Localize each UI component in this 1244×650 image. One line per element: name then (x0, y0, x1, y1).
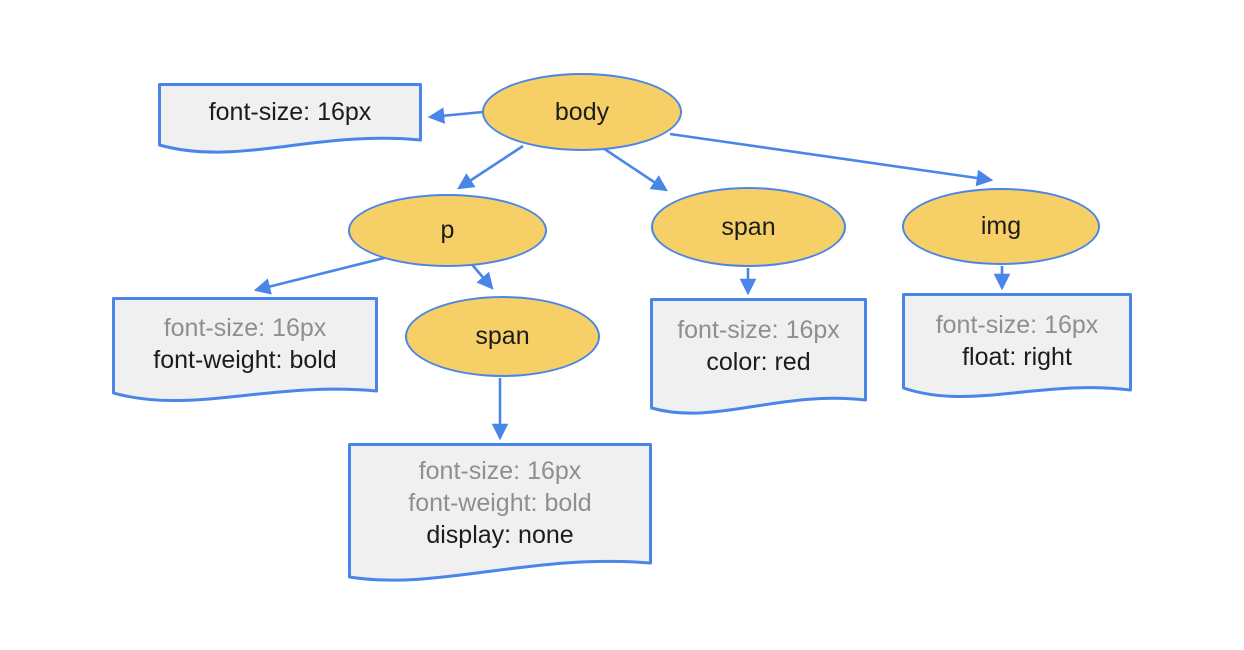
style-rule: color: red (706, 348, 811, 376)
edge-body-to-img (669, 132, 994, 187)
note-p-styles: font-size: 16px font-weight: bold (112, 297, 378, 415)
node-span: span (651, 187, 846, 267)
note-span-styles: font-size: 16px color: red (650, 298, 867, 428)
style-rule: font-weight: bold (153, 346, 337, 374)
node-img-label: img (980, 212, 1022, 240)
note-shape (650, 298, 867, 415)
node-body-label: body (554, 97, 610, 126)
note-shape (158, 83, 422, 154)
style-rule: font-size: 16px (208, 97, 372, 126)
note-shape (112, 297, 378, 403)
style-rule-inherited: font-size: 16px (677, 316, 840, 344)
node-body: body (482, 73, 682, 151)
note-span-nested-styles: font-size: 16px font-weight: bold displa… (348, 443, 652, 591)
node-span-label: span (721, 212, 776, 241)
note-img-styles: font-size: 16px float: right (902, 293, 1132, 411)
note-shape (348, 443, 652, 582)
edge-body-to-p (457, 144, 524, 190)
style-rule-inherited: font-weight: bold (408, 489, 592, 517)
node-p-label: p (440, 216, 455, 244)
edge-body-to-span (602, 146, 668, 192)
node-img: img (902, 188, 1100, 265)
style-rule-inherited: font-size: 16px (163, 314, 327, 342)
node-p: p (348, 194, 547, 267)
edge-p-to-p-styles (253, 255, 389, 295)
node-span-nested-label: span (475, 322, 530, 350)
style-rule-inherited: font-size: 16px (935, 310, 1099, 339)
note-shape (902, 293, 1132, 398)
edge-body-to-body-styles (427, 107, 484, 124)
node-span-nested: span (405, 296, 600, 377)
style-rule-inherited: font-size: 16px (418, 457, 582, 485)
style-rule: display: none (426, 521, 574, 549)
note-body-styles: font-size: 16px (158, 83, 422, 169)
style-rule: float: right (962, 342, 1072, 371)
